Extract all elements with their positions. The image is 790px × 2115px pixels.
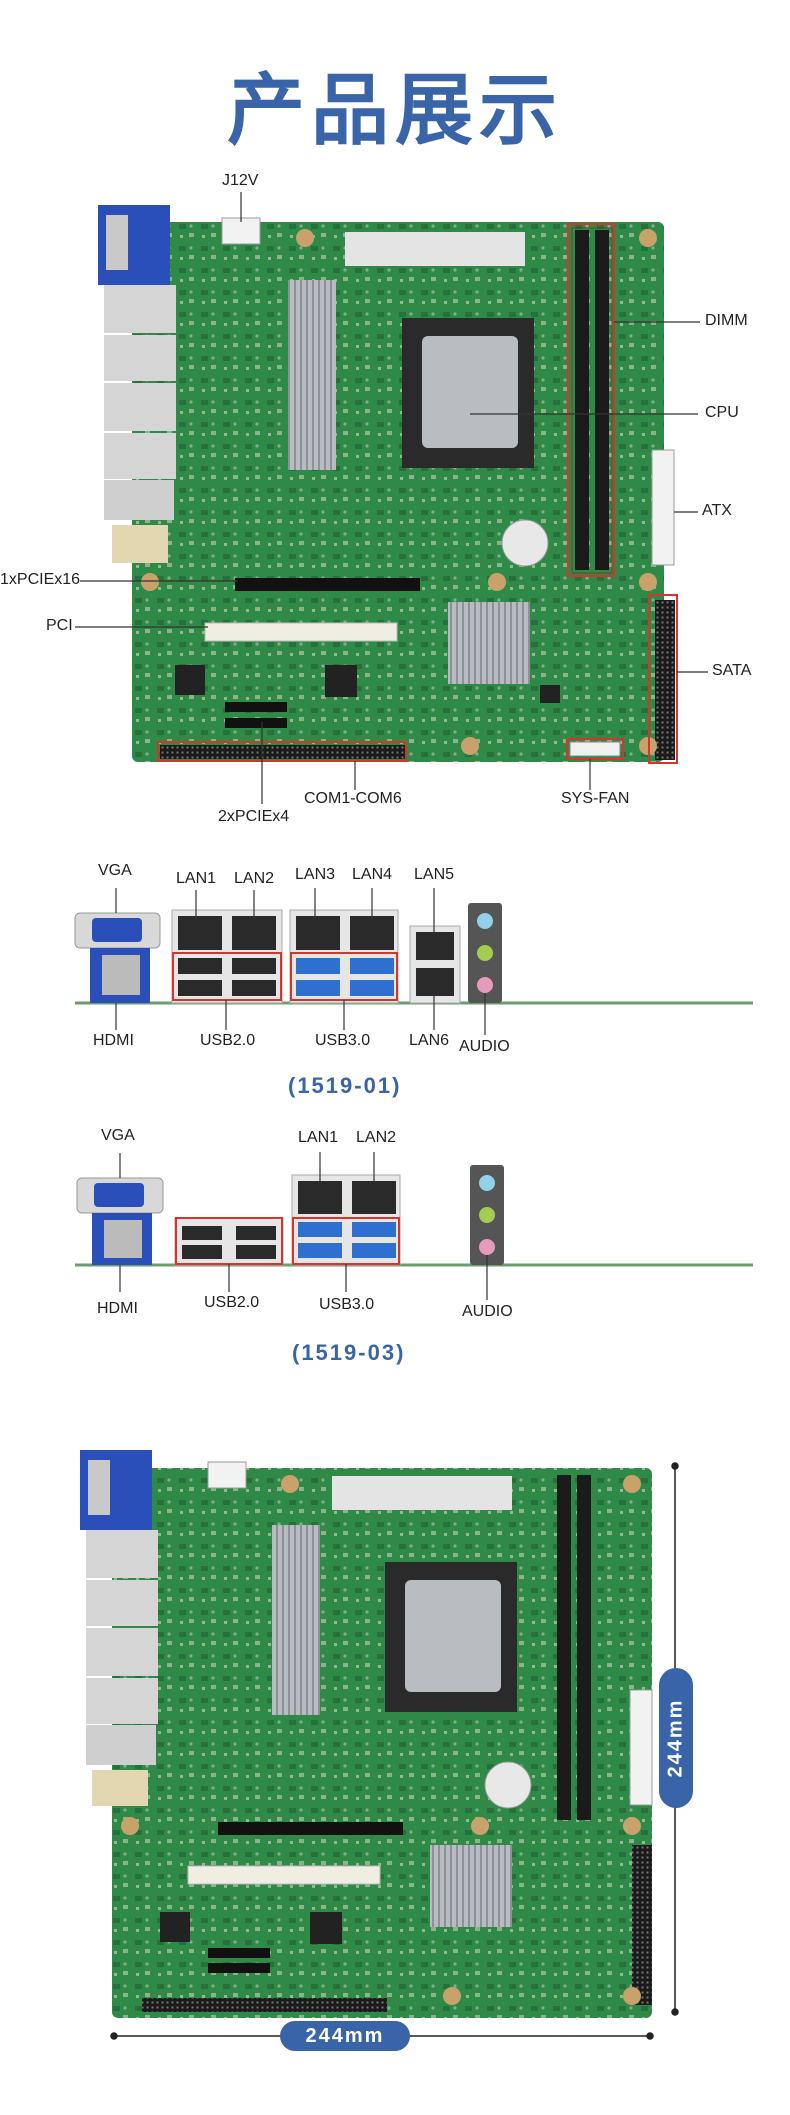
label-pciex4: 2xPCIEx4 <box>218 808 290 825</box>
io01-label-lan6: LAN6 <box>409 1032 450 1049</box>
label-com: COM1-COM6 <box>304 790 402 807</box>
io01-label-lan2: LAN2 <box>234 870 275 887</box>
io01-label-hdmi: HDMI <box>93 1032 134 1049</box>
io01-label-usb3: USB3.0 <box>315 1032 371 1049</box>
label-atx: ATX <box>702 502 732 519</box>
io01-label-lan5: LAN5 <box>414 866 455 883</box>
model-1519-01: (1519-01) <box>288 1073 402 1098</box>
io03-label-hdmi: HDMI <box>97 1300 138 1317</box>
leader-lines <box>75 192 708 804</box>
label-pciex16: 1xPCIEx16 <box>0 571 81 588</box>
label-dimm: DIMM <box>705 312 748 329</box>
label-sata: SATA <box>712 662 752 679</box>
io01-label-usb2: USB2.0 <box>200 1032 256 1049</box>
io01-label-lan4: LAN4 <box>352 866 393 883</box>
io01-label-vga: VGA <box>98 862 132 879</box>
io01-label-lan3: LAN3 <box>295 866 336 883</box>
io-panel-1519-01 <box>74 888 753 1035</box>
io01-label-audio: AUDIO <box>459 1038 510 1055</box>
motherboard-bottom <box>80 1450 653 2018</box>
io03-label-audio: AUDIO <box>462 1303 513 1320</box>
label-sysfan: SYS-FAN <box>561 790 630 807</box>
dimension-width-badge: 244mm <box>280 2021 410 2051</box>
io03-label-lan2: LAN2 <box>356 1129 397 1146</box>
label-cpu: CPU <box>705 404 739 421</box>
motherboard-top <box>98 205 675 762</box>
highlight-boxes <box>157 223 678 764</box>
dimension-height-badge: 244mm <box>659 1668 693 1808</box>
model-1519-03: (1519-03) <box>292 1340 406 1365</box>
label-pci: PCI <box>46 617 73 634</box>
io01-label-lan1: LAN1 <box>176 870 217 887</box>
io03-label-usb2: USB2.0 <box>204 1294 260 1311</box>
io03-label-usb3: USB3.0 <box>319 1296 375 1313</box>
page-title: 产品展示 <box>226 66 563 156</box>
io03-label-lan1: LAN1 <box>298 1129 339 1146</box>
dimension-height-text: 244mm <box>664 1698 687 1778</box>
io03-label-vga: VGA <box>101 1127 135 1144</box>
label-j12v: J12V <box>222 172 259 189</box>
io-panel-1519-03 <box>75 1152 753 1300</box>
